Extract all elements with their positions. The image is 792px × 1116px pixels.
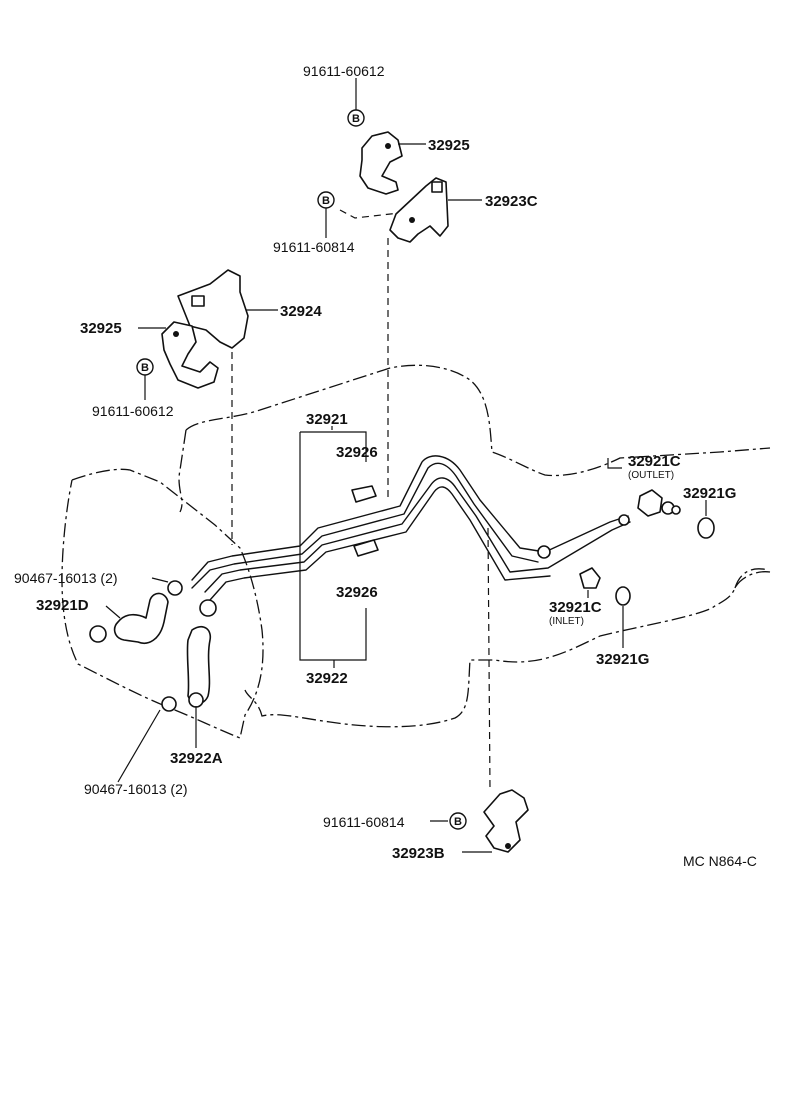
label-bracket-top: 32925 [428, 137, 470, 154]
label-outlet-union: 32921C [628, 453, 681, 470]
union-32921c-outlet[interactable] [637, 489, 681, 517]
label-hose-d: 32921D [36, 597, 89, 614]
label-bracket-c: 32923C [485, 193, 538, 210]
label-bolt-b: 91611-60814 [323, 814, 405, 830]
label-inlet-note: (INLET) [549, 616, 584, 627]
hose-clamp-left[interactable] [89, 625, 107, 643]
label-bolt-c: 91611-60814 [273, 239, 355, 255]
union-32921c-inlet[interactable] [579, 567, 601, 589]
marker-b-top: B [347, 109, 365, 127]
label-sleeve-lower: 32926 [336, 584, 378, 601]
label-bolt-top: 91611-60612 [303, 63, 385, 79]
svg-text:B: B [454, 816, 462, 828]
hose-clamp-mid[interactable] [199, 599, 217, 617]
marker-b-c: B [317, 191, 335, 209]
label-tube-upper: 32921 [306, 411, 348, 428]
hose-clamp-upper-right[interactable] [167, 580, 183, 596]
marker-b-bottom: B [449, 812, 467, 830]
leader-lines [105, 78, 707, 853]
hose-32921d[interactable] [113, 592, 169, 644]
label-sleeve-upper: 32926 [336, 444, 378, 461]
hose-clamp-lower[interactable] [161, 692, 204, 712]
label-bracket-32924: 32924 [280, 303, 322, 320]
label-gasket-outlet: 32921G [683, 485, 736, 502]
gasket-32921g-inlet[interactable] [615, 586, 631, 606]
bracket-32925-top[interactable] [359, 131, 403, 195]
hose-32922a[interactable] [186, 625, 212, 705]
cooler-tubes [191, 455, 631, 601]
sleeve-32926-upper[interactable] [351, 485, 377, 503]
svg-text:B: B [141, 362, 149, 374]
label-bracket-left: 32925 [80, 320, 122, 337]
svg-text:B: B [352, 113, 360, 125]
label-bracket-b: 32923B [392, 845, 445, 862]
label-hose-a: 32922A [170, 750, 223, 767]
sleeve-32926-lower[interactable] [353, 539, 379, 557]
engine-outline [61, 468, 264, 739]
label-clamp-upper: 90467-16013 (2) [14, 570, 118, 586]
bracket-32925-left[interactable] [161, 321, 219, 389]
tube-fitting [537, 514, 630, 559]
bracket-32923b[interactable] [483, 789, 529, 853]
label-inlet-union: 32921C [549, 599, 602, 616]
transmission-outline [178, 364, 771, 728]
gasket-32921g-outlet[interactable] [697, 517, 715, 539]
label-clamp-lower: 90467-16013 (2) [84, 781, 188, 797]
bracket-32923c[interactable] [389, 177, 449, 243]
marker-b-left: B [136, 358, 154, 376]
diagram-code: MC N864-C [683, 853, 757, 869]
bracket-32924[interactable] [177, 269, 249, 349]
label-gasket-inlet: 32921G [596, 651, 649, 668]
label-tube-lower: 32922 [306, 670, 348, 687]
connector-lines [231, 209, 491, 791]
label-bolt-left: 91611-60612 [92, 403, 174, 419]
label-outlet-note: (OUTLET) [628, 470, 674, 481]
svg-text:B: B [322, 195, 330, 207]
